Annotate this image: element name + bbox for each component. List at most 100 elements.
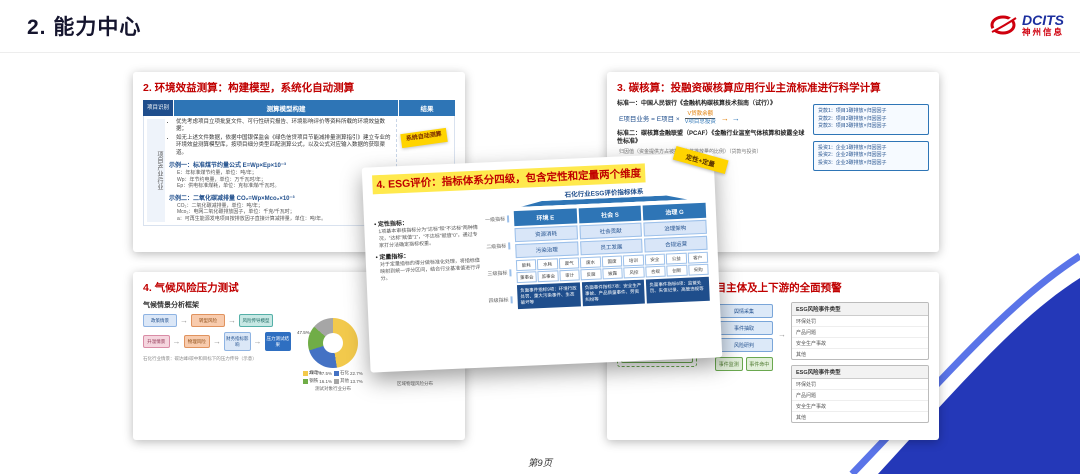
carbon-box-line: 投资3：企业3碳排放×归因因子 (818, 159, 887, 166)
risk-box-header: ESG风险事件类型 (792, 303, 928, 316)
esg-l4-box: 负面事件指标7项：安全生产事故、产品质量事件、劳资纠纷等 (581, 279, 646, 306)
flow-box-warming-scenario: 升温情景 (143, 335, 170, 349)
arrow-icon: → (180, 316, 188, 326)
esg-l2-cell: 员工发展 (579, 238, 644, 256)
env-example2-lines: CO₂：二氧化碳减排量，单位：吨/年；Mco₂：电网二氧化碳排放因子，单位：千克… (169, 203, 392, 223)
carbon-standard-1: 标准一：中国人民银行《金融机构碳核算技术指南（试行）》 (617, 101, 777, 107)
env-col-project-id: 项目识别 (143, 100, 173, 116)
orange-arrow-icon: → (720, 113, 729, 123)
esg-l1-cell: 社会 S (578, 205, 642, 224)
processing-step-chip: 风险研判 (715, 338, 773, 352)
carbon-box-line: 投资1：企业1碳排放×归因因子 (818, 144, 887, 151)
env-example-line: E：年标准煤节约量，单位：吨/年； (177, 170, 257, 177)
risk-event-row: 环保处罚 (792, 316, 928, 327)
arrow-icon: → (172, 337, 181, 347)
risk-event-row: 环保处罚 (792, 379, 928, 390)
page-number: 第9页 (527, 458, 553, 469)
esg-l3-cell: 安全 (644, 253, 666, 266)
esg-l1-cell: 环境 E (513, 208, 578, 227)
esg-l2-cell: 治理架构 (643, 219, 707, 237)
map-caption: 区域物理风险分布 (397, 381, 433, 386)
env-side-label: 项目/产业/行业 (147, 119, 165, 223)
esg-l3-cell: 合规 (644, 265, 666, 278)
env-example1-lines: E：年标准煤节约量，单位：吨/年；Wp：年节约电量，单位：万千瓦时/年；Ep：供… (169, 170, 392, 190)
esg-l2-cell: 资源消耗 (514, 225, 578, 243)
pie-pct-label: 47.5% (297, 330, 310, 335)
carbon-box-line: 贷款2：项目2碳排放×归因因子 (818, 115, 887, 122)
esg-l2-cell: 污染治理 (515, 241, 579, 259)
carbon-formula-1: E项目业务 = E项目 × V贷款余额 V项目总投资 → → (619, 111, 805, 125)
legend-swatch (303, 378, 309, 384)
flow-box-stress-result: 压力测试结果 (264, 332, 291, 352)
env-example1-title: 示例一：标准煤节约量公式 E=Wp×Ep×10⁻³ (169, 163, 287, 170)
dcits-swirl-icon (990, 14, 1017, 35)
risk-event-boxes: ESG风险事件类型 环保处罚产品问题安全生产事故其他 ESG风险事件类型 环保处… (791, 300, 929, 423)
esg-l2-cell: 合规运营 (644, 235, 708, 253)
carbon-investments-box: 投资1：企业1碳排放×归因因子投资2：企业2碳排放×归因因子投资3：企业3碳排放… (813, 140, 929, 171)
formula-numerator: V贷款余额 (685, 111, 716, 119)
env-col-model: 测算模型构建 (174, 100, 398, 116)
env-result-highlight-tag: 系统自动测算 (400, 127, 448, 148)
esg-l3-cell: 创新 (666, 264, 688, 277)
risk-event-box: ESG风险事件类型 环保处罚产品问题安全生产事故其他 (791, 365, 929, 423)
industry-donut-chart (308, 318, 358, 368)
env-example-line: CO₂：二氧化碳减排量，单位：吨/年； (177, 202, 263, 209)
esg-l3-cell: 能耗 (515, 259, 537, 272)
esg-l3-cell: 培训 (622, 254, 644, 267)
esg-l3-cell: 审计 (559, 269, 581, 282)
esg-l3-cell: 反腐 (580, 268, 602, 281)
esg-level-label: 一级指标 (482, 215, 510, 224)
logo-company-text: 神州信息 (1021, 26, 1064, 37)
flow-box-transition-risk: 转型风险 (191, 314, 225, 328)
esg-l3-cell: 风控 (623, 266, 645, 279)
esg-l3-cell: 监事会 (537, 270, 559, 283)
env-example-line: Mco₂：电网二氧化碳排放因子，单位：千克/千瓦时； (177, 209, 295, 216)
processing-steps: 舆情采集事件抽取风险研判 (715, 300, 773, 352)
blue-arrow-icon: → (731, 113, 740, 123)
env-main-text: 优先考虑项目立项批复文件、可行性研究报告、环境影响评价等资料所载的环境效益数据；… (169, 119, 392, 222)
esg-l3-cell: 废水 (580, 256, 602, 269)
processing-step-chip: 事件抽取 (715, 321, 773, 335)
carbon-standard-2: 标准二：碳核算金融联盟（PCAF）《金融行业温室气体核算和披露全球性标准》 (617, 131, 805, 146)
esg-l3-cell: 水耗 (537, 258, 559, 271)
logo-brand-text: DCITS (1021, 12, 1064, 29)
legend-swatch (334, 378, 339, 384)
card-esg-evaluation: 定性+定量 4. ESG评价：指标体系分四级，包含定性和定量两个维度 石化行业E… (361, 146, 729, 373)
risk-event-row: 产品问题 (792, 390, 928, 401)
risk-box-items: 环保处罚产品问题安全生产事故其他 (792, 379, 928, 422)
esg-l1-cell: 治理 G (642, 202, 707, 221)
esg-l3-cell: 披露 (602, 267, 623, 280)
flow-box-financial-impact: 财务指标影响 (224, 332, 251, 352)
env-bullet-item: 优先考虑项目立项批复文件、可行性研究报告、环境影响评价等资料所载的环境效益数据； (176, 119, 392, 134)
esg-l4-box: 负面事件指标6项：监管处罚、失信记录、高管违规等 (646, 276, 710, 303)
esg-level-label: 四级指标 (486, 295, 513, 304)
event-chip: 事件命中 (745, 357, 773, 371)
env-example-line: a：可再生能源发电项目按排放因子直接计算减排量，单位：吨/年。 (177, 215, 327, 222)
esg-level-labels: 一级指标二级指标三级指标四级指标 (482, 211, 513, 310)
esg-l3-cell: 采购 (687, 263, 709, 276)
esg-l2-cell: 社会贡献 (579, 222, 643, 240)
esg-l3-cell: 固废 (601, 255, 623, 268)
event-chips: 事件监测事件命中 (715, 357, 773, 371)
env-col-result: 结果 (399, 100, 455, 116)
climate-flow-diagram: 政策情景 → 转型风险 → 风险传导模型 升温情景 → 物理风险 → 财务指标影… (143, 314, 291, 392)
arrow-icon: → (778, 330, 786, 339)
flow-box-policy-scenario: 政策情景 (143, 314, 177, 328)
climate-flow-note: 石化行业情景：碳达峰/碳中和目标下的压力传导（示意） (143, 356, 257, 362)
risk-event-row: 产品问题 (792, 327, 928, 338)
formula-fraction: V贷款余额 V项目总投资 (683, 111, 718, 125)
flow-box-physical-risk: 物理风险 (183, 335, 210, 349)
arrow-icon: → (213, 337, 221, 347)
esg-l3-cell: 废气 (558, 257, 580, 270)
formula-denominator: V项目总投资 (684, 118, 716, 125)
qualitative-text: 1项基本审核指标分为“达标”和“不达标”两种情况，“达标”赋值“1”，“不达标”… (378, 224, 479, 249)
env-example-line: Ep：供电标准煤耗，单位：克标准煤/千瓦时。 (177, 183, 280, 190)
header-divider (0, 52, 1080, 53)
env-bullet-list: 优先考虑项目立项批复文件、可行性研究报告、环境影响评价等资料所载的环境效益数据；… (169, 119, 392, 157)
quantitative-text: 对于定量指标的得分做标准化处理，将指标值映射到统一评分区间，结合行业基准值进行评… (379, 257, 481, 282)
